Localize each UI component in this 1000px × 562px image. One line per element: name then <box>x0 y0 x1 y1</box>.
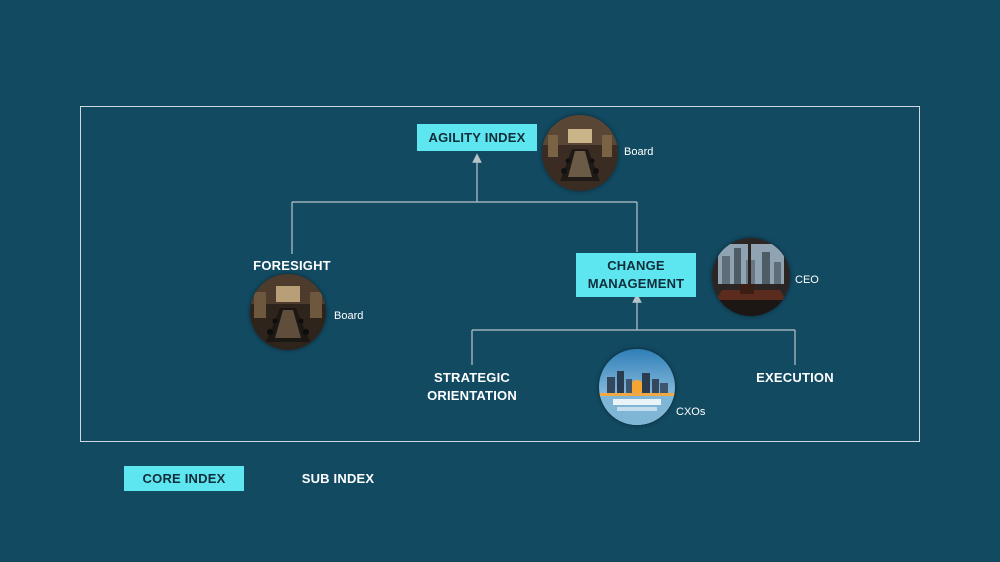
change-management-node[interactable]: CHANGE MANAGEMENT <box>576 253 696 297</box>
legend-sub-index: SUB INDEX <box>280 470 396 488</box>
agility-index-role: Board <box>624 146 653 158</box>
change-management-line1: CHANGE <box>607 257 665 275</box>
city-skyline-photo-icon <box>599 349 675 425</box>
boardroom-photo-icon <box>250 274 326 350</box>
strategic-orientation-line2: ORIENTATION <box>412 387 532 405</box>
foresight-role: Board <box>334 310 363 322</box>
change-management-role: CEO <box>795 274 819 286</box>
cxos-role: CXOs <box>676 406 705 418</box>
change-management-line2: MANAGEMENT <box>588 275 685 293</box>
strategic-orientation-node[interactable]: STRATEGIC ORIENTATION <box>412 369 532 405</box>
legend-core-index: CORE INDEX <box>124 466 244 491</box>
execution-node[interactable]: EXECUTION <box>735 369 855 387</box>
foresight-node[interactable]: FORESIGHT <box>232 257 352 275</box>
ceo-office-photo-icon <box>712 238 790 316</box>
agility-index-node[interactable]: AGILITY INDEX <box>417 124 537 151</box>
boardroom-photo-icon <box>542 115 618 191</box>
strategic-orientation-line1: STRATEGIC <box>412 369 532 387</box>
